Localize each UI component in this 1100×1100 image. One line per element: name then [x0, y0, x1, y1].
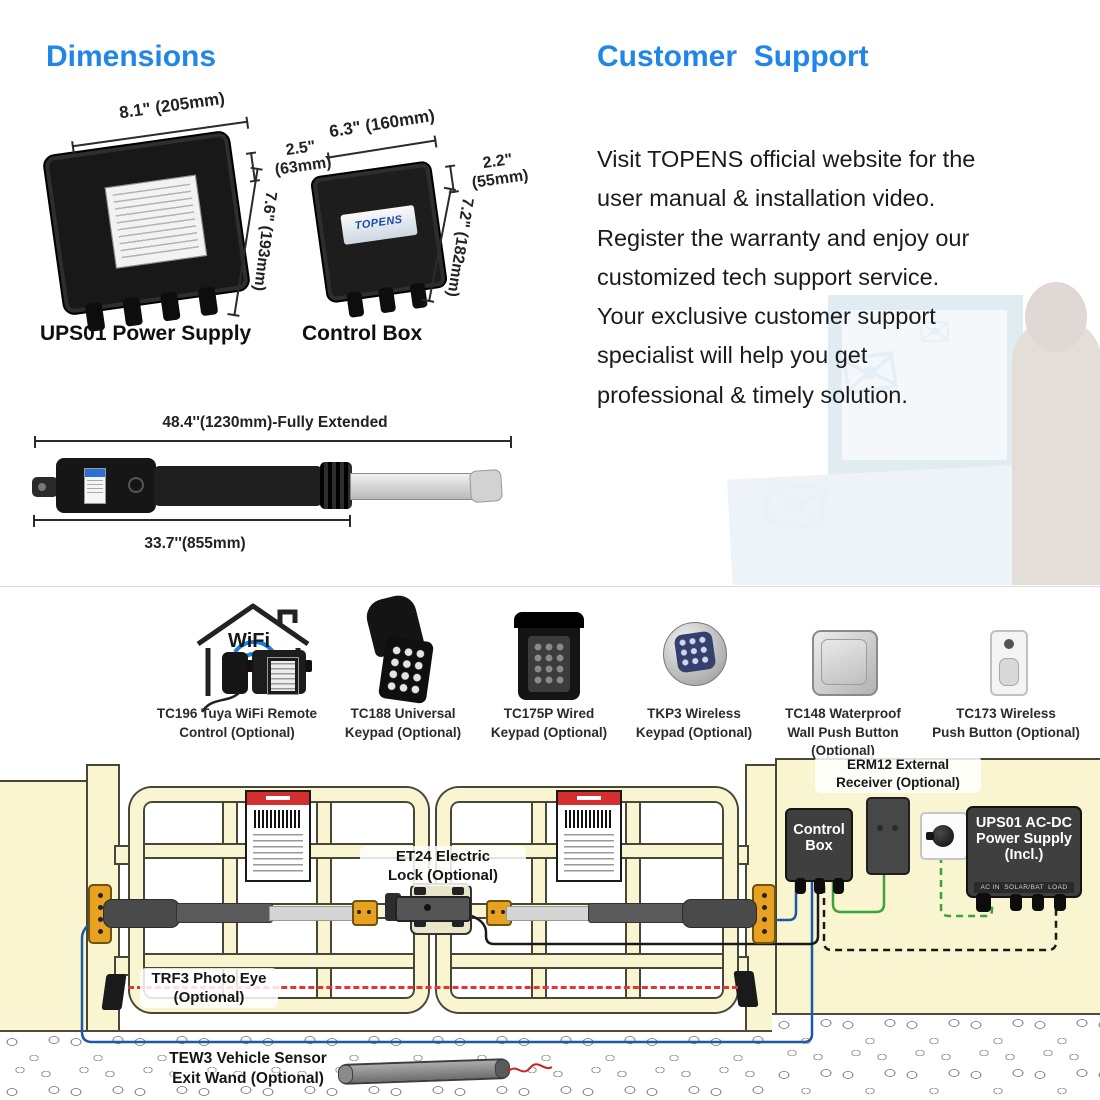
ups01-spec-label: [104, 174, 208, 269]
section-divider: [0, 586, 1100, 587]
tc196-receiver-image: [246, 650, 312, 695]
arm-retracted-label: 33.7''(855mm): [144, 535, 246, 552]
ground-gravel-right: [772, 1013, 1100, 1100]
tc148-push-button-image: [812, 630, 878, 696]
wall-outlet: [920, 812, 968, 860]
ups01-width-label: 8.1" (205mm): [117, 88, 226, 123]
erm12-receiver-image: [866, 797, 910, 875]
gate-warning-label: [245, 790, 311, 882]
support-person-silhouette: [1012, 318, 1100, 585]
support-background-image: ✉ ✉ ✉: [690, 240, 1100, 585]
gate-warning-label: [556, 790, 622, 882]
envelope-icon: ✉: [918, 311, 952, 355]
support-paragraph: Visit TOPENS official website for the us…: [597, 146, 976, 408]
wifi-label: WiFi: [228, 630, 271, 652]
control-box-product-image: TOPENS: [309, 160, 449, 318]
topens-logo-label: TOPENS: [340, 204, 418, 245]
actuator-gate-bracket: [352, 900, 378, 926]
ups01-height-label: 7.6" (193mm): [250, 190, 280, 292]
tkp3-keypad-image: [663, 622, 727, 686]
wiring-diagram: [80, 856, 1058, 1044]
cb-width-label: 6.3" (160mm): [327, 105, 436, 142]
dimensions-title: Dimensions: [46, 40, 217, 73]
ups01-product-image: [41, 129, 252, 333]
tc196-wire: [200, 691, 241, 713]
control-box-caption: Control Box: [302, 322, 423, 345]
cb-width-line: [327, 139, 437, 159]
arm-extended-label: 48.4''(1230mm)-Fully Extended: [162, 414, 388, 431]
tc173-push-button-image: [990, 630, 1028, 696]
tc175p-keypad-image: [514, 612, 584, 700]
cb-height-label: 7.2" (182mm): [443, 196, 476, 299]
arm-retracted-line: [33, 515, 351, 527]
photo-eye-beam: [128, 986, 738, 989]
exit-wand-wire: [507, 1063, 553, 1073]
ups01-caption: UPS01 Power Supply: [40, 322, 252, 345]
support-title: Customer Support: [597, 40, 869, 73]
arm-extended-line: [34, 436, 512, 448]
trf3-label: TRF3 Photo Eye(Optional): [140, 968, 278, 1008]
ups01-ports-strip: AC IN SOLAR/BAT LOAD: [974, 882, 1074, 893]
tc196-adapter-image: [222, 652, 248, 694]
envelope-icon: ✉: [755, 456, 836, 558]
